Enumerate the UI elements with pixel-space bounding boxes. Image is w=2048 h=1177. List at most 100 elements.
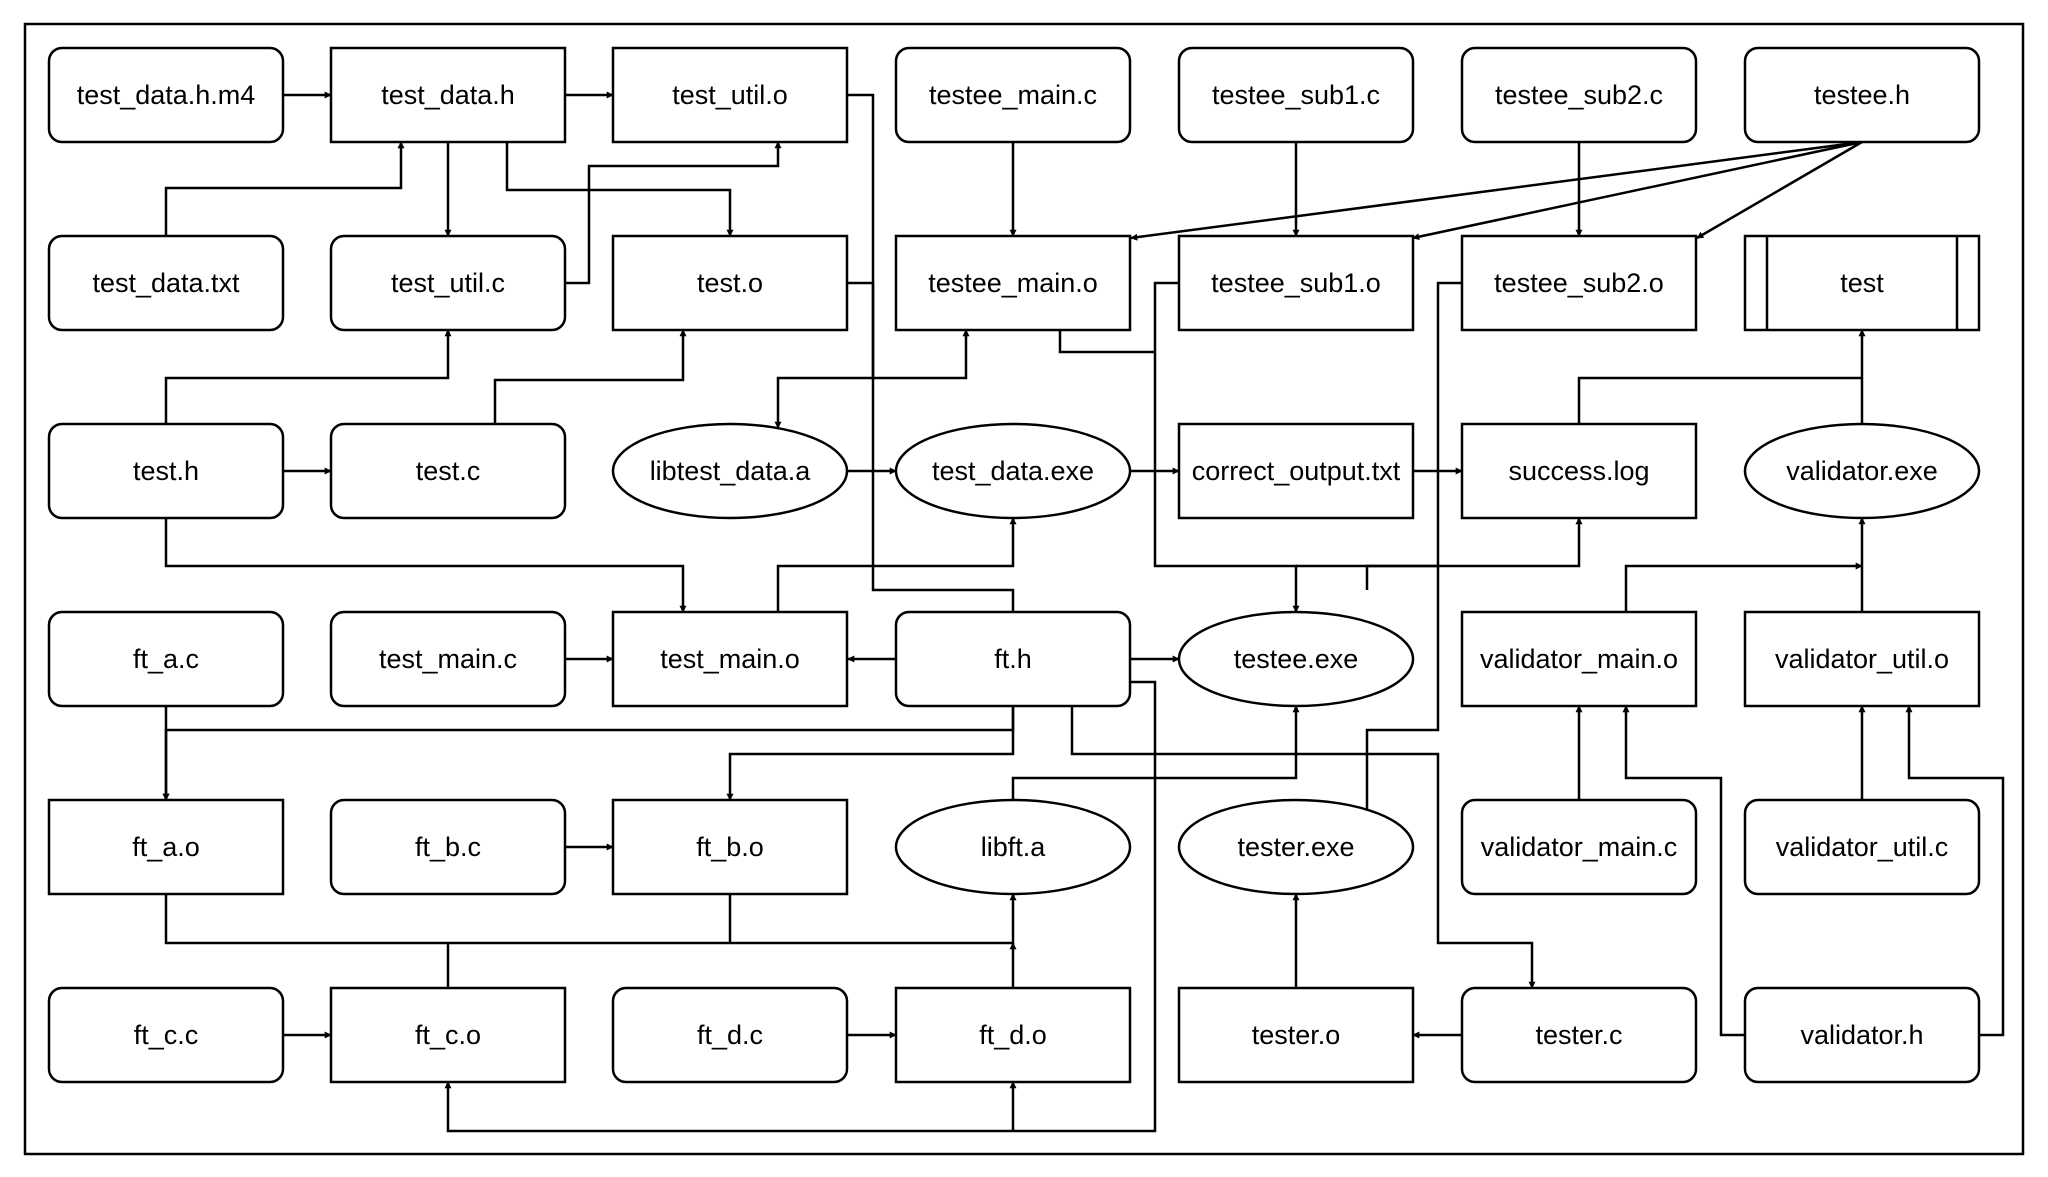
node-testee-h[interactable]: testee.h (1743, 46, 1981, 144)
node-testee-main-c[interactable]: testee_main.c (894, 46, 1132, 144)
node-tester-o[interactable]: tester.o (1177, 986, 1415, 1084)
node-ft-c-o[interactable]: ft_c.o (329, 986, 567, 1084)
node-test-main-c[interactable]: test_main.c (329, 610, 567, 708)
node-test-o[interactable]: test.o (611, 234, 849, 332)
node-label-validator-h: validator.h (1800, 1020, 1923, 1050)
node-shape-ft-a-o (47, 798, 285, 896)
edge-ft-a-o-to-libft-a (164, 893, 1017, 945)
node-label-test-c: test.c (416, 456, 481, 486)
node-ft-d-o[interactable]: ft_d.o (894, 986, 1132, 1084)
node-shape-test-o (611, 234, 849, 332)
node-shape-validator-main-o (1460, 610, 1698, 708)
node-label-ft-b-o: ft_b.o (696, 832, 764, 862)
node-testee-main-o[interactable]: testee_main.o (894, 234, 1132, 332)
node-validator-exe[interactable]: validator.exe (1743, 422, 1981, 520)
node-label-testee-main-c: testee_main.c (929, 80, 1097, 110)
node-tester-exe[interactable]: tester.exe (1177, 798, 1415, 896)
edge-testee-exe-to-success-log (1365, 517, 1583, 590)
edge-test-data-h-to-test-o (505, 142, 734, 237)
node-shape-testee-main-c (894, 46, 1132, 144)
node-test-data-h-m4[interactable]: test_data.h.m4 (47, 46, 285, 144)
node-ft-a-c[interactable]: ft_a.c (47, 610, 285, 708)
node-libtest-data-a[interactable]: libtest_data.a (611, 422, 849, 520)
node-shape-test-main-c (329, 610, 567, 708)
edge-test-data-txt-to-test-data-h (164, 141, 405, 236)
node-label-testee-exe: testee.exe (1234, 644, 1359, 674)
node-testee-sub1-o[interactable]: testee_sub1.o (1177, 234, 1415, 332)
node-label-tester-o: tester.o (1252, 1020, 1341, 1050)
node-shape-test-data-h (329, 46, 567, 144)
node-test-data-exe[interactable]: test_data.exe (894, 422, 1132, 520)
edge-testee-h-to-testee-main-o (1130, 140, 1863, 241)
node-shape-testee-h (1743, 46, 1981, 144)
node-ft-c-c[interactable]: ft_c.c (47, 986, 285, 1084)
node-test-data-h[interactable]: test_data.h (329, 46, 567, 144)
node-test-c[interactable]: test.c (329, 422, 567, 520)
edge-test-util-c-to-test-util-o (565, 141, 782, 285)
node-shape-testee-sub2-c (1460, 46, 1698, 144)
node-label-tester-c: tester.c (1535, 1020, 1622, 1050)
node-tester-c[interactable]: tester.c (1460, 986, 1698, 1084)
node-ft-b-c[interactable]: ft_b.c (329, 798, 567, 896)
node-label-libtest-data-a: libtest_data.a (650, 456, 812, 486)
node-ft-d-c[interactable]: ft_d.c (611, 986, 849, 1084)
node-testee-sub1-c[interactable]: testee_sub1.c (1177, 46, 1415, 144)
node-ft-a-o[interactable]: ft_a.o (47, 798, 285, 896)
node-shape-test-main-o (611, 610, 849, 708)
node-validator-h[interactable]: validator.h (1743, 986, 1981, 1084)
node-validator-util-o[interactable]: validator_util.o (1743, 610, 1981, 708)
edge-validator-h-to-validator-main-o (1622, 705, 1745, 1037)
node-label-validator-exe: validator.exe (1786, 456, 1938, 486)
node-ft-b-o[interactable]: ft_b.o (611, 798, 849, 896)
node-shape-tester-exe (1177, 798, 1415, 896)
node-validator-main-c[interactable]: validator_main.c (1460, 798, 1698, 896)
node-test-data-txt[interactable]: test_data.txt (47, 234, 285, 332)
node-shape-ft-a-c (47, 610, 285, 708)
node-shape-libtest-data-a (611, 422, 849, 520)
node-test-main-o[interactable]: test_main.o (611, 610, 849, 708)
node-test-h[interactable]: test.h (47, 422, 285, 520)
node-shape-ft-d-o (894, 986, 1132, 1084)
node-shape-test-data-exe (894, 422, 1132, 520)
node-label-test-data-h-m4: test_data.h.m4 (77, 80, 256, 110)
node-label-test-h: test.h (133, 456, 199, 486)
node-label-validator-main-c: validator_main.c (1481, 832, 1678, 862)
node-test-util-c[interactable]: test_util.c (329, 234, 567, 332)
edge-test-h-to-test-util-c (164, 329, 452, 424)
node-label-test-data-txt: test_data.txt (92, 268, 240, 298)
edge-validator-main-o-to-validator-exe (1624, 562, 1863, 612)
node-libft-a[interactable]: libft.a (894, 798, 1132, 896)
edge-success-log-to-test (1577, 376, 1862, 424)
node-validator-main-o[interactable]: validator_main.o (1460, 610, 1698, 708)
node-label-test-main-c: test_main.c (379, 644, 517, 674)
node-shape-ft-c-o (329, 986, 567, 1084)
edges-layer (162, 91, 2005, 1133)
node-shape-ft-b-o (611, 798, 849, 896)
node-label-ft-h: ft.h (994, 644, 1032, 674)
node-testee-sub2-c[interactable]: testee_sub2.c (1460, 46, 1698, 144)
node-label-ft-a-o: ft_a.o (132, 832, 200, 862)
node-correct-output-txt[interactable]: correct_output.txt (1177, 422, 1415, 520)
node-ft-h[interactable]: ft.h (894, 610, 1132, 708)
node-shape-validator-exe (1743, 422, 1981, 520)
node-validator-util-c[interactable]: validator_util.c (1743, 798, 1981, 896)
edge-test-o-to-libtest-data-a (847, 281, 875, 378)
node-shape-test-c (329, 422, 567, 520)
node-test-util-o[interactable]: test_util.o (611, 46, 849, 144)
node-testee-exe[interactable]: testee.exe (1177, 610, 1415, 708)
edge-testee-h-to-testee-sub1-o (1412, 140, 1863, 241)
node-label-test-data-h: test_data.h (381, 80, 515, 110)
node-test[interactable]: test (1743, 234, 1981, 332)
node-label-validator-main-o: validator_main.o (1480, 644, 1678, 674)
node-success-log[interactable]: success.log (1460, 422, 1698, 520)
node-shape-correct-output-txt (1177, 422, 1415, 520)
node-testee-sub2-o[interactable]: testee_sub2.o (1460, 234, 1698, 332)
edge-testee-h-to-testee-sub2-o (1696, 140, 1863, 240)
node-shape-libft-a (894, 798, 1132, 896)
node-label-validator-util-c: validator_util.c (1776, 832, 1949, 862)
edge-test-c-to-test-o (493, 329, 687, 424)
node-label-validator-util-o: validator_util.o (1775, 644, 1949, 674)
node-shape-test-util-o (611, 46, 849, 144)
